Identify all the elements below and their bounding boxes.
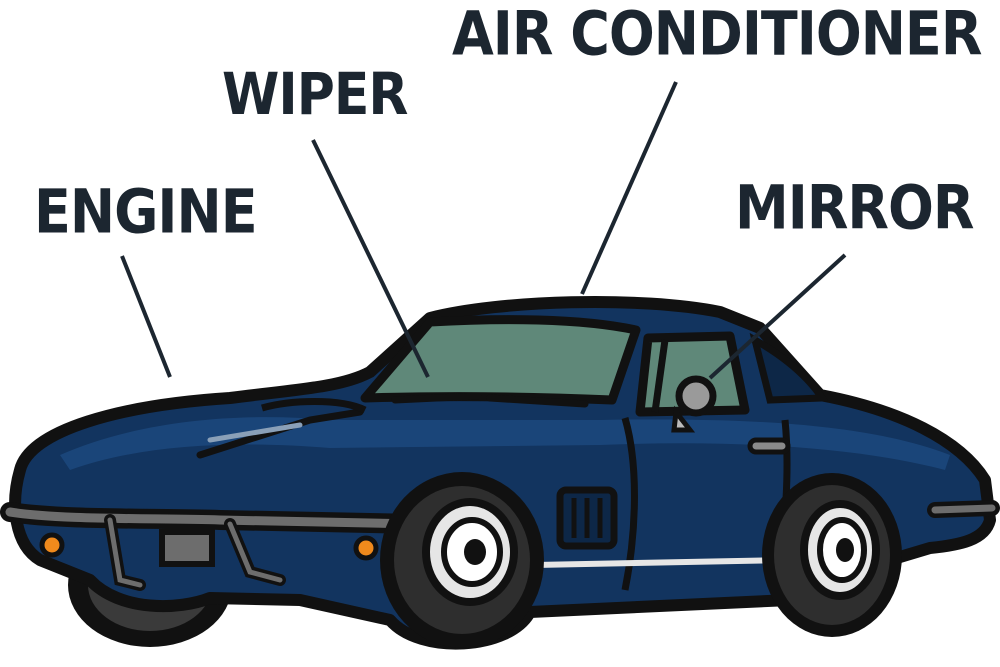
- hood-vent: [207, 422, 303, 443]
- license-plate: [159, 529, 215, 567]
- mirror-leader-line: [708, 253, 847, 380]
- wiper-blade-left: [391, 392, 482, 404]
- label-wiper: WIPER: [222, 61, 408, 129]
- air-conditioner-leader-line: [580, 81, 678, 295]
- hood-crease: [196, 408, 364, 459]
- rear-wheel: [762, 473, 902, 637]
- front-wheel: [380, 472, 544, 648]
- rear-pillar: [749, 332, 829, 404]
- label-engine: ENGINE: [34, 176, 258, 247]
- door-handle: [747, 437, 791, 455]
- wiper-blade-right: [486, 394, 589, 408]
- turn-signal-right: [353, 535, 379, 561]
- window-pillar: [651, 339, 669, 413]
- engine-leader-line: [120, 255, 172, 378]
- label-mirror: MIRROR: [735, 172, 974, 243]
- turn-signal-left: [39, 532, 65, 558]
- label-air-conditioner: AIR CONDITIONER: [452, 0, 982, 69]
- side-mirror: [671, 375, 717, 433]
- wiper-leader-line: [311, 139, 430, 378]
- car: [0, 295, 1000, 650]
- fender-vent: [556, 486, 618, 550]
- hood-bulge: [261, 398, 367, 414]
- side-trim: [534, 557, 791, 568]
- door-seam: [621, 417, 638, 591]
